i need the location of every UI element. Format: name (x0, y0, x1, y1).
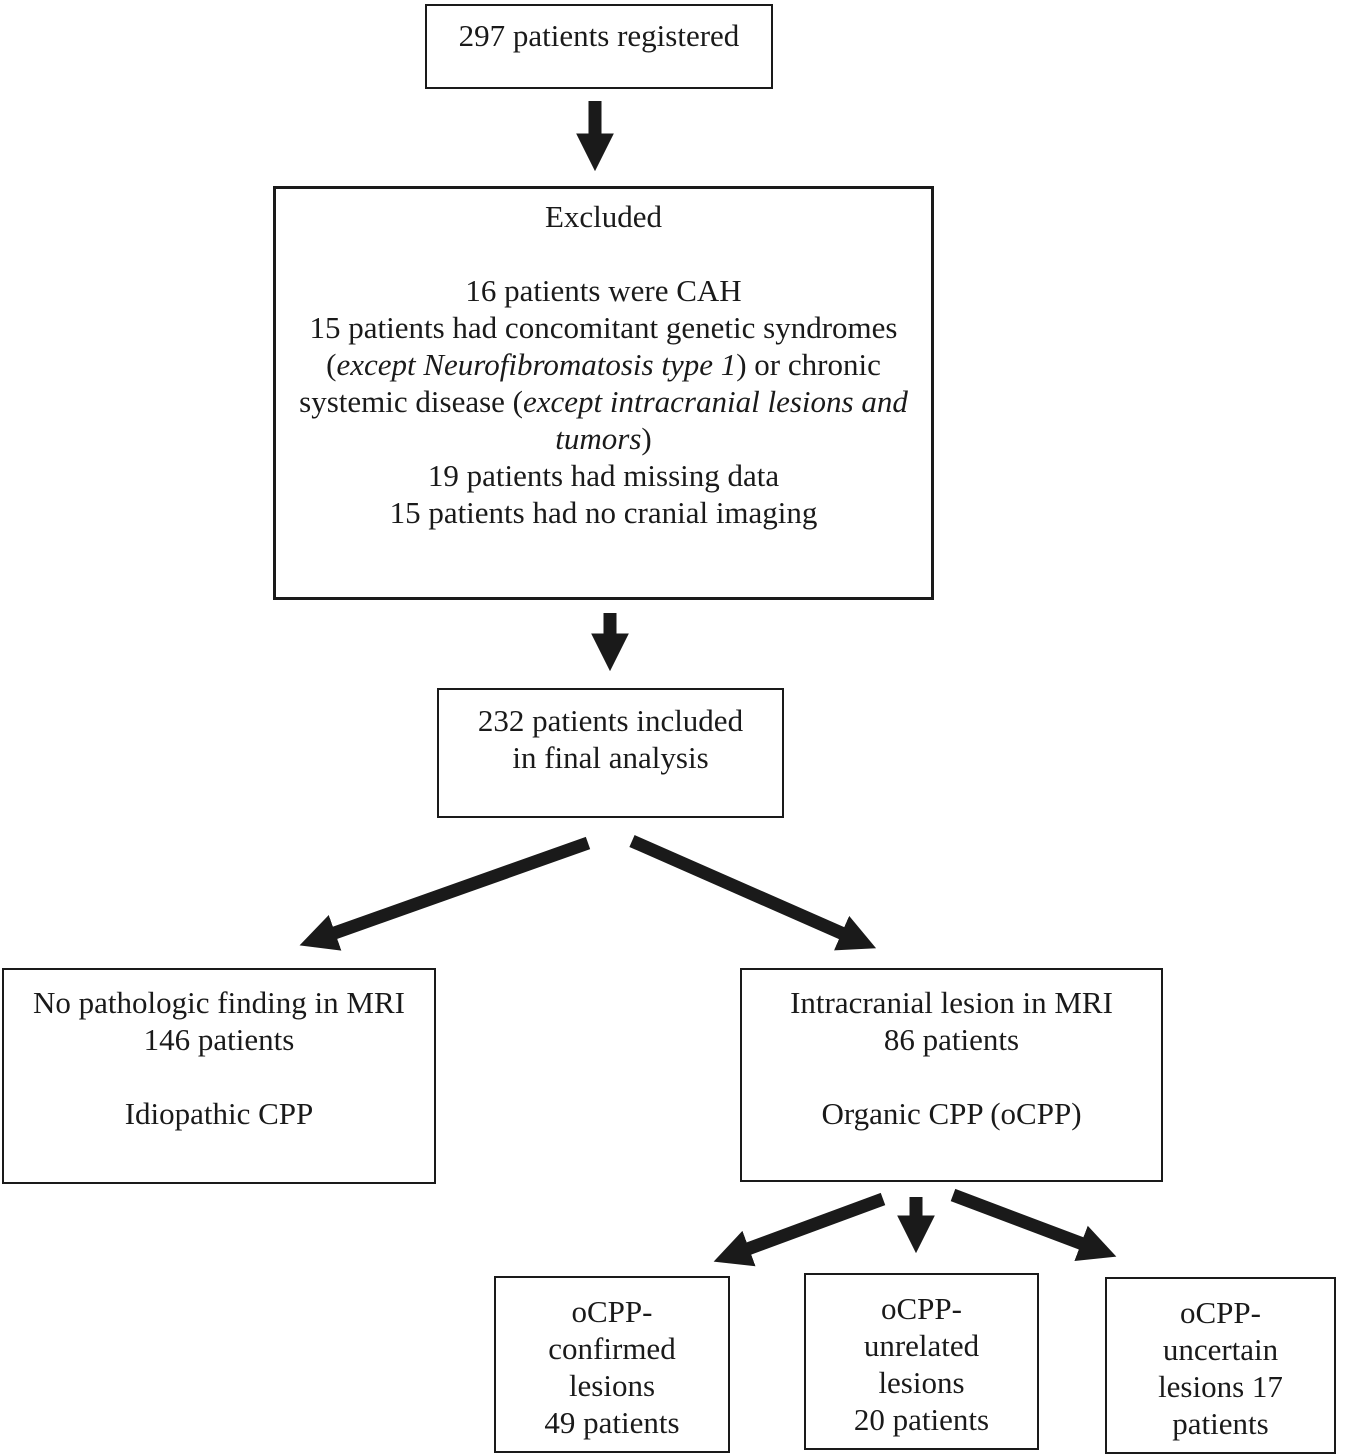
text-line: oCPP- (881, 1291, 962, 1326)
text-line: oCPP- (571, 1294, 653, 1329)
text-line: lesions 17 (1158, 1369, 1283, 1404)
excluded-spacer (276, 235, 931, 272)
text-line: No pathologic finding in MRI (33, 985, 405, 1020)
text-line: uncertain (1162, 1332, 1279, 1367)
text-line: 16 patients were CAH (465, 273, 742, 308)
text-line: in final analysis (512, 740, 709, 775)
arrow-included-to-idiopathic (299, 836, 591, 951)
text-line: Idiopathic CPP (124, 1096, 314, 1131)
arrow-included-to-organic (629, 835, 877, 951)
text-line: 86 patients (883, 1022, 1020, 1057)
text-line: 15 patients had no cranial imaging (389, 495, 818, 530)
text-line: (except Neurofibromatosis type 1) or chr… (326, 347, 881, 382)
text-line (742, 1058, 1161, 1095)
text-line: 146 patients (143, 1022, 295, 1057)
text-line: Organic CPP (oCPP) (821, 1096, 1082, 1131)
text-line: confirmed (548, 1331, 676, 1366)
text-line: 15 patients had concomitant genetic synd… (309, 310, 898, 345)
text-line: Intracranial lesion in MRI (790, 985, 1113, 1020)
text-line: unrelated (863, 1328, 980, 1363)
text-line: 20 patients (853, 1402, 990, 1437)
text-line: oCPP- (1180, 1295, 1261, 1330)
text-line: 49 patients (544, 1405, 680, 1440)
registered-text: 297 patients registered (458, 18, 740, 53)
text-line: 19 patients had missing data (427, 458, 780, 493)
text-line (4, 1058, 434, 1095)
text-line: systemic disease (except intracranial le… (299, 384, 908, 419)
text-line: lesions (878, 1365, 965, 1400)
text-line: tumors) (555, 421, 652, 456)
text-line: 232 patients included (477, 703, 744, 738)
arrow-organic-to-uncertain (950, 1188, 1117, 1261)
excluded-title: Excluded (544, 199, 663, 234)
box-registered: 297 patients registered (425, 4, 773, 89)
text-line: lesions (568, 1368, 656, 1403)
text-line: patients (1172, 1406, 1269, 1441)
arrow-organic-to-confirmed (713, 1192, 886, 1267)
